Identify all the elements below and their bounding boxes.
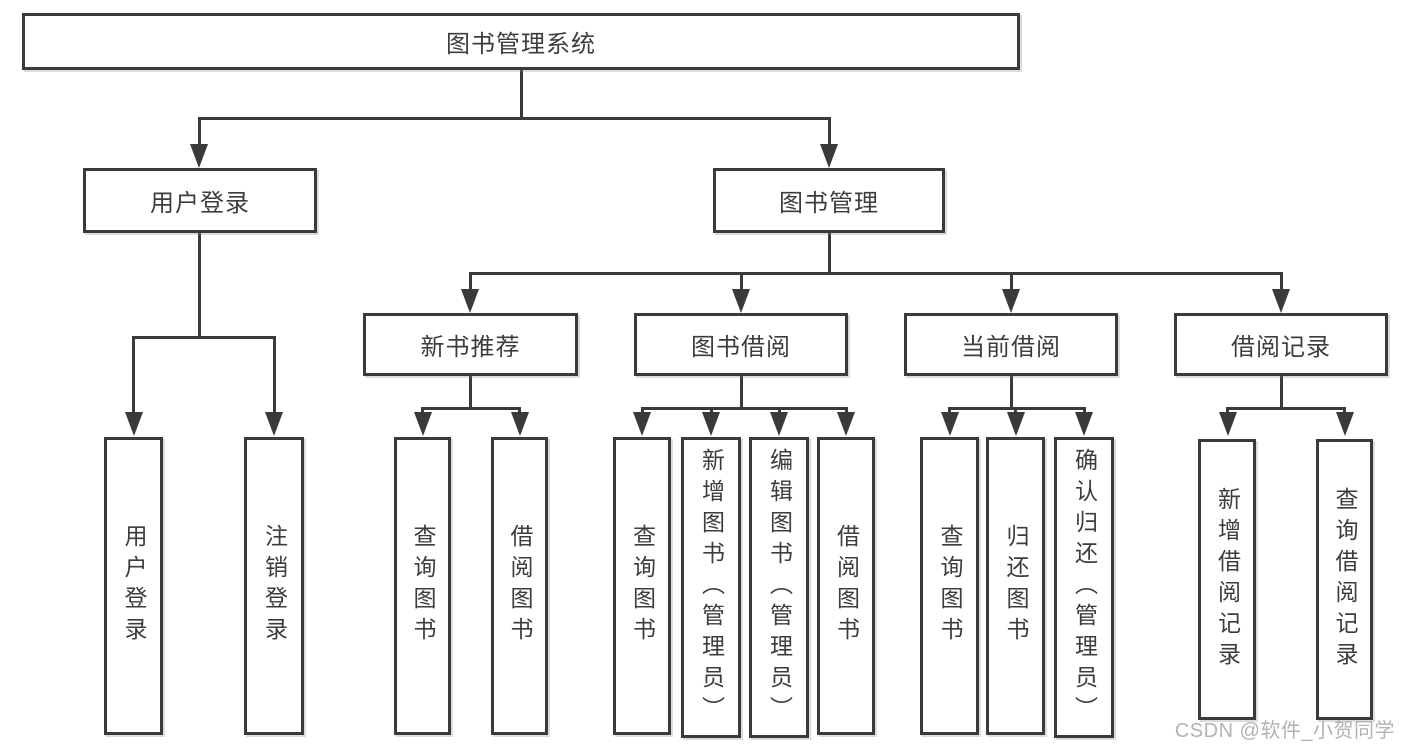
connector	[1009, 376, 1013, 410]
connector	[197, 233, 201, 339]
connector	[1082, 407, 1086, 416]
leaf-label: 注销登录	[261, 524, 288, 648]
connector	[739, 272, 743, 292]
node-label: 用户登录	[150, 190, 250, 217]
leaf-label: 新增图书（管理员）	[698, 448, 725, 727]
connector	[1009, 272, 1013, 292]
arrowhead-icon	[1075, 412, 1093, 436]
node-library-management-system: 图书管理系统	[22, 13, 1020, 70]
node-user-login: 用户登录	[83, 168, 317, 233]
connector	[844, 407, 848, 416]
leaf-confirm-return-admin: 确认归还（管理员）	[1054, 437, 1114, 738]
node-label: 图书借阅	[691, 334, 791, 361]
leaf-borrow-books-borrowing: 借阅图书	[817, 437, 875, 735]
connector	[1279, 272, 1283, 292]
leaf-label: 查询图书	[937, 524, 963, 648]
arrowhead-icon	[413, 412, 432, 436]
leaf-query-borrow-record: 查询借阅记录	[1316, 439, 1373, 720]
leaf-query-books-newbook: 查询图书	[394, 437, 451, 735]
arrowhead-icon	[461, 289, 479, 313]
arrowhead-icon	[770, 412, 788, 436]
leaf-logout: 注销登录	[244, 437, 304, 735]
arrowhead-icon	[190, 144, 208, 168]
leaf-label: 借阅图书	[833, 524, 860, 648]
connector	[739, 376, 743, 410]
connector	[272, 336, 276, 415]
connector	[421, 407, 424, 416]
node-label: 当前借阅	[961, 334, 1061, 361]
leaf-return-books: 归还图书	[986, 437, 1045, 735]
connector	[1014, 407, 1017, 416]
connector	[468, 272, 472, 292]
connector	[948, 407, 951, 416]
arrowhead-icon	[265, 412, 283, 436]
connector	[1226, 407, 1229, 416]
leaf-borrow-books-newbook: 借阅图书	[491, 437, 548, 735]
node-label: 借阅记录	[1231, 334, 1331, 361]
arrowhead-icon	[1002, 289, 1020, 313]
connector	[1343, 407, 1346, 416]
connector	[421, 407, 520, 410]
connector	[1226, 407, 1346, 410]
connector	[197, 117, 201, 147]
csdn-watermark: CSDN @软件_小贺同学	[1174, 720, 1395, 742]
connector	[518, 407, 521, 416]
connector	[640, 407, 848, 410]
node-label: 图书管理系统	[446, 31, 596, 58]
node-label: 图书管理	[779, 190, 879, 217]
leaf-label: 编辑图书（管理员）	[766, 448, 793, 727]
leaf-label: 查询图书	[410, 524, 436, 648]
connector	[777, 407, 781, 416]
leaf-query-books-borrowing: 查询图书	[613, 437, 671, 735]
leaf-label: 归还图书	[1003, 524, 1029, 648]
arrowhead-icon	[702, 412, 720, 436]
node-new-book-recommendation: 新书推荐	[363, 313, 578, 376]
leaf-label: 查询借阅记录	[1332, 486, 1358, 673]
leaf-add-borrow-record: 新增借阅记录	[1198, 439, 1256, 720]
connector	[709, 407, 713, 416]
arrowhead-icon	[633, 412, 651, 436]
node-book-management: 图书管理	[713, 168, 945, 233]
arrowhead-icon	[1272, 289, 1290, 313]
leaf-query-books-current: 查询图书	[920, 437, 979, 735]
arrowhead-icon	[124, 412, 143, 436]
node-label: 新书推荐	[420, 334, 521, 361]
arrowhead-icon	[1218, 412, 1237, 436]
arrowhead-icon	[837, 412, 855, 436]
connector	[132, 336, 274, 339]
leaf-label: 新增借阅记录	[1214, 486, 1241, 673]
connector	[132, 336, 135, 415]
connector	[197, 117, 831, 120]
arrowhead-icon	[510, 412, 529, 436]
leaf-label: 用户登录	[121, 524, 147, 648]
arrowhead-icon	[940, 412, 959, 436]
node-current-borrowing: 当前借阅	[904, 313, 1118, 376]
connector	[1279, 376, 1283, 410]
leaf-edit-books-admin: 编辑图书（管理员）	[749, 437, 809, 738]
connector	[640, 407, 644, 416]
leaf-add-books-admin: 新增图书（管理员）	[681, 437, 741, 738]
node-borrowing-records: 借阅记录	[1174, 313, 1388, 376]
connector	[827, 117, 831, 147]
arrowhead-icon	[1335, 412, 1354, 436]
arrowhead-icon	[820, 144, 838, 168]
leaf-label: 确认归还（管理员）	[1071, 448, 1098, 727]
leaf-label: 查询图书	[629, 524, 656, 648]
connector	[468, 272, 1283, 275]
connector	[468, 376, 472, 410]
leaf-user-login: 用户登录	[104, 437, 163, 735]
arrowhead-icon	[732, 289, 750, 313]
leaf-label: 借阅图书	[507, 524, 533, 648]
arrowhead-icon	[1006, 412, 1025, 436]
connector	[519, 70, 523, 118]
connector	[827, 233, 831, 275]
node-book-borrowing: 图书借阅	[634, 313, 848, 376]
